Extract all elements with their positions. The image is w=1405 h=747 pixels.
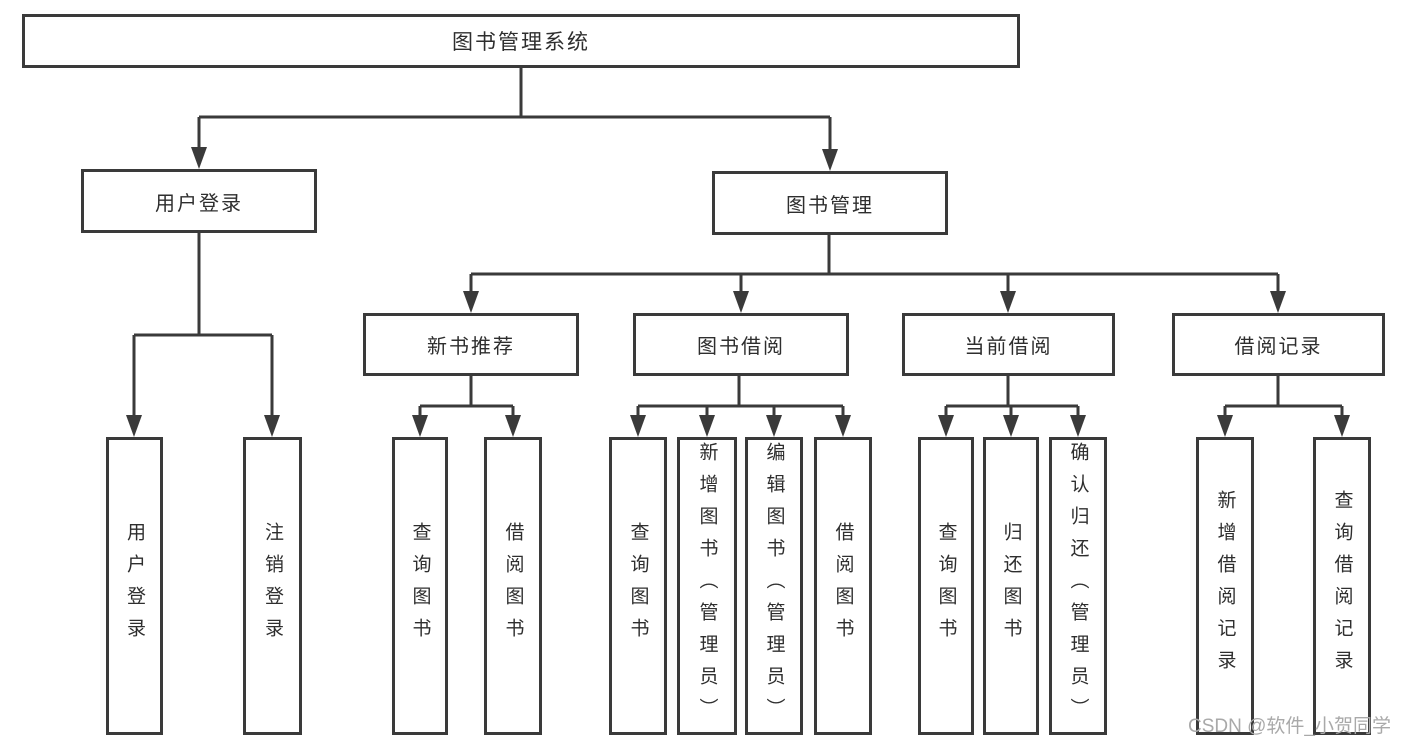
leaf-query-books-current: 查询图书 <box>918 437 974 735</box>
leaf-add-books-admin-label: 新增图书（管理员） <box>696 442 718 730</box>
leaf-add-borrow-record-label: 新增借阅记录 <box>1214 490 1236 682</box>
leaf-add-books-admin: 新增图书（管理员） <box>677 437 737 735</box>
leaf-borrow-books-label: 借阅图书 <box>832 522 854 650</box>
connector-current-borrow-children <box>938 376 1086 437</box>
leaf-borrow-books-recommend-label: 借阅图书 <box>502 522 524 650</box>
node-user-login: 用户登录 <box>81 169 317 233</box>
leaf-confirm-return-admin-label: 确认归还（管理员） <box>1067 442 1089 730</box>
node-new-book-recommend: 新书推荐 <box>363 313 579 376</box>
leaf-user-login-label: 用户登录 <box>124 522 145 650</box>
leaf-logout-label: 注销登录 <box>262 522 283 650</box>
leaf-query-borrow-record-label: 查询借阅记录 <box>1331 490 1353 682</box>
node-current-borrow: 当前借阅 <box>902 313 1115 376</box>
leaf-return-books-label: 归还图书 <box>1000 522 1022 650</box>
csdn-watermark: CSDN @软件_小贺同学 <box>1188 716 1391 737</box>
leaf-user-login: 用户登录 <box>106 437 163 735</box>
leaf-query-books-current-label: 查询图书 <box>935 522 957 650</box>
leaf-logout: 注销登录 <box>243 437 302 735</box>
leaf-borrow-books: 借阅图书 <box>814 437 872 735</box>
connector-user-login-children <box>126 233 280 437</box>
connector-borrow-records-children <box>1217 376 1350 437</box>
connector-new-book-recommend-children <box>412 376 521 437</box>
leaf-query-books-borrow: 查询图书 <box>609 437 667 735</box>
connector-root-to-level2 <box>191 68 838 171</box>
leaf-edit-books-admin: 编辑图书（管理员） <box>745 437 803 735</box>
leaf-add-borrow-record: 新增借阅记录 <box>1196 437 1254 735</box>
leaf-query-borrow-record: 查询借阅记录 <box>1313 437 1371 735</box>
leaf-return-books: 归还图书 <box>983 437 1039 735</box>
leaf-query-books-borrow-label: 查询图书 <box>627 522 649 650</box>
node-book-management: 图书管理 <box>712 171 948 235</box>
node-library-management-system: 图书管理系统 <box>22 14 1020 68</box>
connector-book-borrow-children <box>630 376 851 437</box>
leaf-query-books-recommend-label: 查询图书 <box>409 522 431 650</box>
leaf-query-books-recommend: 查询图书 <box>392 437 448 735</box>
node-borrow-records: 借阅记录 <box>1172 313 1385 376</box>
leaf-edit-books-admin-label: 编辑图书（管理员） <box>763 442 785 730</box>
node-book-borrow: 图书借阅 <box>633 313 849 376</box>
connector-book-management-children <box>463 235 1286 313</box>
leaf-borrow-books-recommend: 借阅图书 <box>484 437 542 735</box>
leaf-confirm-return-admin: 确认归还（管理员） <box>1049 437 1107 735</box>
